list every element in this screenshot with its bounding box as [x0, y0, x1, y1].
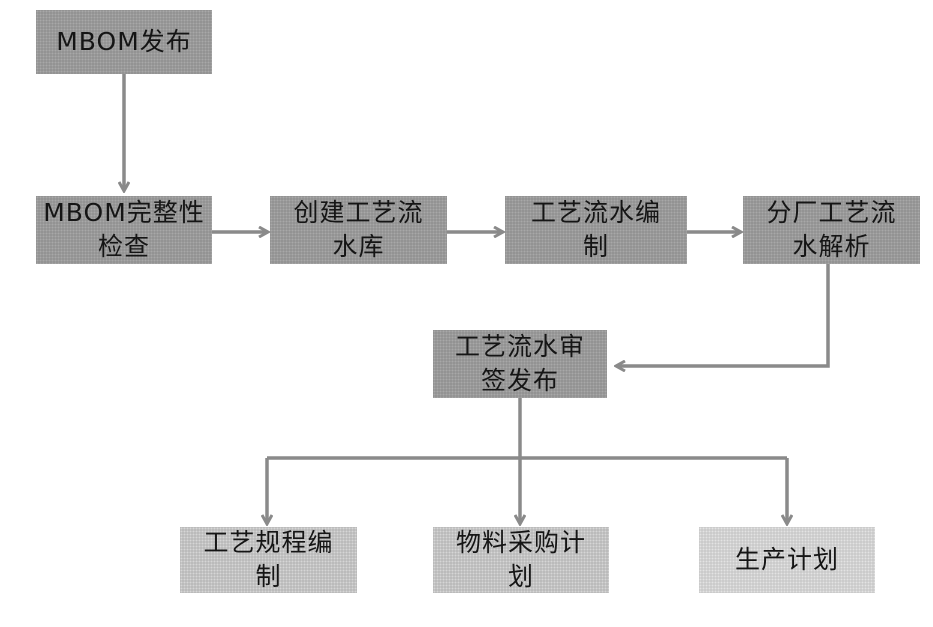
node-mbom-release-label: MBOM发布 [56, 25, 192, 59]
node-compile-flow: 工艺流水编 制 [505, 196, 687, 264]
node-branch-parse-label: 分厂工艺流 水解析 [766, 196, 896, 264]
node-material-purchase-label: 物料采购计 划 [456, 526, 586, 594]
node-production-plan: 生产计划 [699, 527, 875, 593]
node-mbom-release: MBOM发布 [36, 10, 212, 74]
node-compile-flow-label: 工艺流水编 制 [531, 196, 661, 264]
node-production-plan-label: 生产计划 [735, 543, 839, 577]
node-procedure-compile-label: 工艺规程编 制 [203, 526, 333, 594]
arrow-parse-to-review [617, 264, 828, 366]
node-branch-parse: 分厂工艺流 水解析 [743, 196, 920, 264]
node-mbom-check: MBOM完整性 检查 [36, 196, 212, 264]
node-create-library-label: 创建工艺流 水库 [293, 196, 423, 264]
node-review-release-label: 工艺流水审 签发布 [455, 330, 585, 398]
node-review-release: 工艺流水审 签发布 [433, 330, 607, 398]
node-create-library: 创建工艺流 水库 [270, 196, 447, 264]
node-material-purchase: 物料采购计 划 [433, 527, 609, 593]
node-procedure-compile: 工艺规程编 制 [180, 527, 357, 593]
node-mbom-check-label: MBOM完整性 检查 [43, 196, 205, 264]
